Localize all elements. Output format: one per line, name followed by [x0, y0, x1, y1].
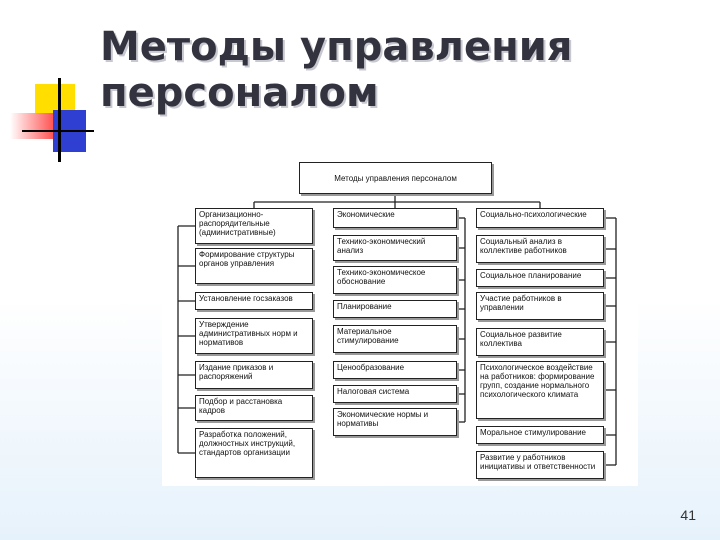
col3-label-8: Развитие у работников инициативы и ответ… — [480, 453, 596, 471]
slide-title-line-1: Методы управления — [100, 24, 573, 70]
col3-label-5: Социальное развитие коллектива — [480, 330, 562, 348]
col2-label-4: Планирование — [337, 302, 392, 311]
col2-box-8: Экономические нормы и нормативы — [333, 408, 457, 436]
col2-box-1: Экономические — [333, 208, 457, 228]
col1-box-2: Формирование структуры органов управлени… — [195, 248, 313, 284]
col3-box-4: Участие работников в управлении — [476, 292, 604, 320]
col1-label-5: Издание приказов и распоряжений — [199, 363, 274, 381]
col1-box-1: Организационно-распорядительные (админис… — [195, 208, 313, 244]
col1-box-6: Подбор и расстановка кадров — [195, 395, 313, 421]
col3-box-5: Социальное развитие коллектива — [476, 328, 604, 356]
col2-label-8: Экономические нормы и нормативы — [337, 410, 429, 428]
decor-vertical-line — [58, 78, 61, 162]
col1-box-4: Утверждение административных норм и норм… — [195, 318, 313, 354]
col1-box-5: Издание приказов и распоряжений — [195, 361, 313, 389]
root-box: Методы управления персоналом — [299, 162, 492, 194]
col1-label-4: Утверждение административных норм и норм… — [199, 320, 298, 347]
col1-label-6: Подбор и расстановка кадров — [199, 397, 283, 415]
col2-box-6: Ценообразование — [333, 361, 457, 379]
col3-box-2: Социальный анализ в коллективе работнико… — [476, 235, 604, 263]
col3-label-1: Социально-психологические — [480, 210, 587, 219]
col3-label-4: Участие работников в управлении — [480, 294, 562, 312]
col3-box-8: Развитие у работников инициативы и ответ… — [476, 451, 604, 479]
col2-box-7: Налоговая система — [333, 385, 457, 403]
col2-label-3: Технико-экономическое обоснование — [337, 268, 426, 286]
col1-label-3: Установление госзаказов — [199, 294, 293, 303]
slide-title-line-2: персоналом — [100, 70, 379, 116]
diagram-connectors — [177, 194, 617, 466]
col3-label-6: Психологическое воздействие на работнико… — [480, 363, 595, 399]
col2-box-2: Технико-экономический анализ — [333, 235, 457, 261]
slide-title: Методы управления персоналом — [100, 24, 572, 116]
col1-label-2: Формирование структуры органов управлени… — [199, 250, 295, 268]
col3-box-7: Моральное стимулирование — [476, 426, 604, 444]
root-label: Методы управления персоналом — [334, 173, 457, 183]
methods-diagram: Методы управления персоналом Организацио… — [162, 158, 638, 486]
page-number: 41 — [680, 507, 696, 523]
col2-label-1: Экономические — [337, 210, 395, 219]
col3-label-2: Социальный анализ в коллективе работнико… — [480, 237, 567, 255]
col2-box-5: Материальное стимулирование — [333, 325, 457, 353]
col1-box-3: Установление госзаказов — [195, 292, 313, 310]
col3-box-1: Социально-психологические — [476, 208, 604, 228]
col3-label-7: Моральное стимулирование — [480, 428, 587, 437]
col1-label-7: Разработка положений, должностных инстру… — [199, 430, 296, 457]
col2-label-7: Налоговая система — [337, 387, 410, 396]
col2-box-3: Технико-экономическое обоснование — [333, 266, 457, 294]
col2-label-5: Материальное стимулирование — [337, 327, 399, 345]
decor-red-gradient-bar — [10, 113, 60, 139]
col2-box-4: Планирование — [333, 300, 457, 318]
col1-label-1: Организационно-распорядительные (админис… — [199, 210, 276, 237]
decor-horizontal-line — [22, 130, 94, 132]
col3-box-6: Психологическое воздействие на работнико… — [476, 361, 604, 419]
col1-box-7: Разработка положений, должностных инстру… — [195, 428, 313, 478]
col3-box-3: Социальное планирование — [476, 269, 604, 287]
col2-label-2: Технико-экономический анализ — [337, 237, 426, 255]
col3-label-3: Социальное планирование — [480, 271, 582, 280]
col2-label-6: Ценообразование — [337, 363, 405, 372]
